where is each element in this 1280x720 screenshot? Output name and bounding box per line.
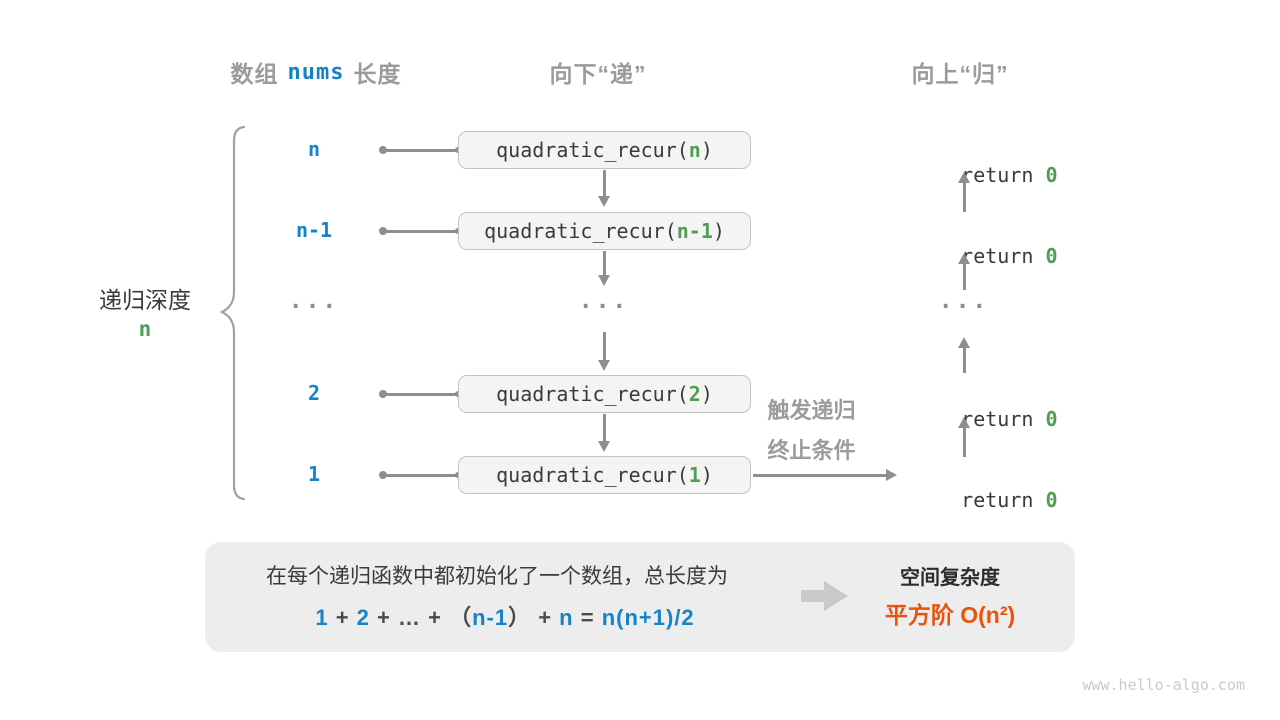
summary-description: 在每个递归函数中都初始化了一个数组，总长度为 — [266, 565, 728, 588]
formula-token: 1 — [315, 605, 329, 630]
call-arg: 2 — [688, 382, 701, 406]
summary-panel — [205, 542, 1075, 652]
formula-token: + — [328, 605, 357, 630]
trigger-note-line2: 终止条件 — [767, 438, 856, 463]
return-value: 0 — [1045, 244, 1058, 268]
return-statement: return 0 — [913, 463, 1058, 538]
up-arrow-icon — [963, 183, 966, 212]
formula-token: … — [397, 605, 421, 630]
header-array-var: nums — [287, 59, 345, 85]
formula-token: n — [559, 605, 574, 630]
summary-formula: 1 + 2 + … + （n-1） + n = n(n+1)/2 — [222, 600, 788, 632]
return-value: 0 — [1045, 163, 1058, 187]
ellipsis-right: ... — [938, 288, 990, 314]
return-keyword: return — [961, 244, 1046, 268]
header-array-suffix: 长度 — [353, 61, 402, 87]
size-label-n: n — [307, 137, 321, 161]
connector-line — [379, 146, 461, 154]
right-block-arrow-icon — [801, 581, 848, 611]
ellipsis-middle: ... — [578, 288, 630, 314]
up-arrow-icon — [963, 428, 966, 457]
call-arg: n-1 — [676, 219, 713, 243]
call-prefix: quadratic_recur( — [496, 463, 689, 487]
call-prefix: quadratic_recur( — [484, 219, 677, 243]
base-case-arrow-icon — [753, 474, 886, 477]
ellipsis-left: ... — [288, 288, 340, 314]
size-label-n-1: n-1 — [295, 218, 333, 242]
formula-token: = — [573, 605, 602, 630]
complexity-label: 空间复杂度 — [900, 567, 1000, 589]
call-suffix: ) — [700, 138, 713, 162]
return-keyword: return — [961, 163, 1046, 187]
header-array-prefix: 数组 — [230, 61, 279, 87]
call-arg: 1 — [688, 463, 701, 487]
call-prefix: quadratic_recur( — [496, 382, 689, 406]
return-statement: return 0 — [913, 382, 1058, 457]
watermark: www.hello-algo.com — [1082, 676, 1245, 694]
return-value: 0 — [1045, 488, 1058, 512]
formula-token: + — [369, 605, 398, 630]
size-label-2: 2 — [307, 381, 321, 405]
depth-value: n — [138, 317, 152, 341]
trigger-note-line1: 触发递归 — [767, 398, 856, 423]
up-arrow-icon — [963, 348, 966, 373]
down-arrow-icon — [603, 170, 606, 196]
formula-token: ） — [508, 605, 532, 630]
formula-token: n-1 — [472, 605, 509, 630]
return-statement: return 0 — [913, 219, 1058, 294]
header-array-length: 数组 nums 长度 — [216, 57, 416, 88]
up-arrow-icon — [963, 264, 966, 290]
down-arrow-icon — [603, 414, 606, 441]
call-suffix: ) — [700, 382, 713, 406]
complexity-value: 平方阶 O(n²) — [884, 602, 1016, 628]
connector-line — [379, 390, 461, 398]
call-arg: n — [688, 138, 701, 162]
formula-token: + — [531, 605, 560, 630]
size-label-1: 1 — [307, 462, 321, 486]
formula-token: 2 — [356, 605, 370, 630]
call-box-1: quadratic_recur(1) — [458, 456, 751, 494]
call-prefix: quadratic_recur( — [496, 138, 689, 162]
return-statement: return 0 — [913, 138, 1058, 213]
formula-token: （ — [449, 605, 473, 630]
connector-line — [379, 227, 461, 235]
return-keyword: return — [961, 407, 1046, 431]
call-suffix: ) — [712, 219, 725, 243]
call-box-n: quadratic_recur(n) — [458, 131, 751, 169]
depth-label: 递归深度 — [99, 287, 191, 313]
return-keyword: return — [961, 488, 1046, 512]
header-ascend: 向上“归” — [911, 61, 1009, 87]
call-box-n-1: quadratic_recur(n-1) — [458, 212, 751, 250]
down-arrow-icon — [603, 251, 606, 275]
connector-line — [379, 471, 461, 479]
formula-token: + — [420, 605, 450, 630]
header-descend: 向下“递” — [549, 61, 647, 87]
return-value: 0 — [1045, 407, 1058, 431]
depth-brace-icon — [219, 125, 246, 501]
down-arrow-icon — [603, 332, 606, 360]
call-box-2: quadratic_recur(2) — [458, 375, 751, 413]
call-suffix: ) — [700, 463, 713, 487]
formula-token: n(n+1)/2 — [601, 605, 695, 630]
